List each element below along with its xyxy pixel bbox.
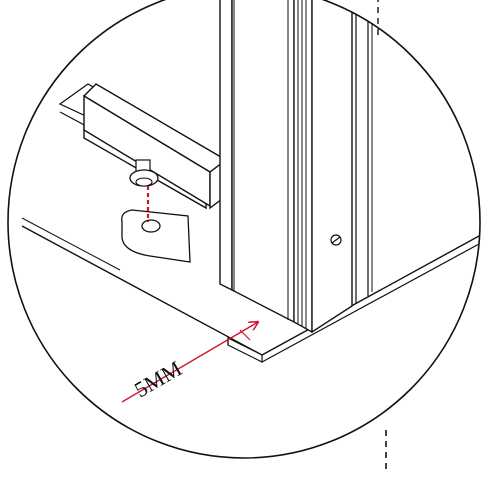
base-plate-edge-right xyxy=(261,229,480,356)
profile-front-face xyxy=(231,0,295,324)
mounting-tab xyxy=(121,209,191,263)
magnifier-circle xyxy=(7,0,481,459)
base-plate-bottom-edge xyxy=(261,237,480,363)
mounting-hole xyxy=(141,219,161,233)
magnified-detail: 5MM xyxy=(20,0,480,403)
leveler-nut xyxy=(135,177,153,187)
plate-layer-line xyxy=(21,217,121,271)
dimension-label: 5MM xyxy=(130,356,186,403)
profile-left-face xyxy=(219,0,233,292)
dimension-arrow-start-tick xyxy=(239,329,251,341)
profile-slot xyxy=(293,0,313,334)
dimension-arrow xyxy=(121,322,258,403)
screw-slot xyxy=(331,236,341,244)
base-plate-edge-left xyxy=(21,225,263,356)
profile-right-face xyxy=(311,0,353,334)
